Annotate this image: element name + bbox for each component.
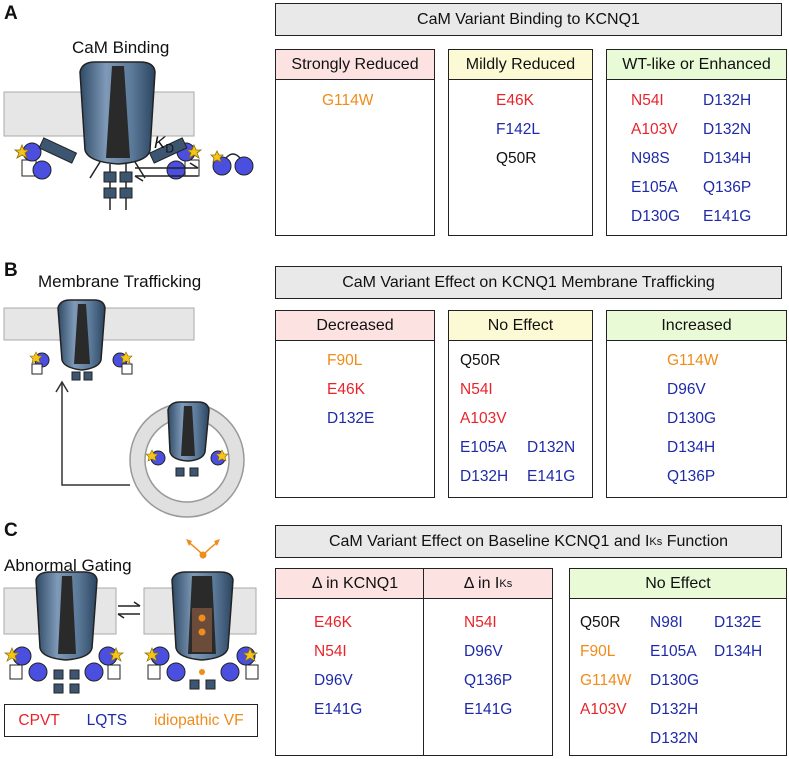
variant: E105A — [650, 643, 697, 660]
mutation-star-icon — [185, 143, 203, 159]
variant: F90L — [327, 352, 363, 369]
variant: E46K — [327, 381, 365, 398]
panel-c-header: CaM Variant Effect on Baseline KCNQ1 and… — [275, 525, 782, 558]
legend-idiopathic-vf: idiopathic VF — [153, 711, 244, 729]
column-title: Increased — [607, 311, 786, 341]
variant: Q136P — [703, 179, 752, 196]
panel-b-col-decreased: Decreased F90L E46K D132E — [275, 310, 435, 498]
column-title: Decreased — [276, 311, 434, 341]
variant: D132N — [703, 121, 752, 138]
variant: A103V — [580, 701, 627, 718]
legend-lqts: LQTS — [86, 711, 128, 729]
variant: N98I — [650, 614, 683, 631]
panel-c-illustration-title: Abnormal Gating — [4, 556, 132, 575]
variant: D132H — [703, 92, 752, 109]
variant: F142L — [496, 121, 540, 138]
variant: A103V — [460, 410, 507, 427]
column-title: No Effect — [449, 311, 592, 341]
trafficking-arrow — [61, 382, 130, 486]
variant: Q50R — [580, 614, 621, 631]
panel-c-gating-illustration — [3, 539, 259, 694]
panel-b-trafficking-illustration — [3, 299, 245, 518]
variant: G114W — [322, 92, 374, 109]
variant: E105A — [631, 179, 678, 196]
variant: Q136P — [464, 672, 513, 689]
variant: A103V — [631, 121, 678, 138]
variant: D96V — [464, 643, 503, 660]
variant: G114W — [667, 352, 719, 369]
variant: D96V — [314, 672, 353, 689]
panel-b-col-increased: Increased G114W D96V D130G D134H Q136P — [606, 310, 787, 498]
variant: Q136P — [667, 468, 716, 485]
variant: E141G — [527, 468, 576, 485]
variant: E105A — [460, 439, 507, 456]
column-title: Mildly Reduced — [449, 50, 592, 80]
legend-cpvt: CPVT — [18, 711, 60, 729]
variant: Q50R — [460, 352, 501, 369]
variant: F90L — [580, 643, 616, 660]
panel-a-col-wt-like: WT-like or Enhanced N54I A103V N98S E105… — [606, 49, 787, 236]
column-title: No Effect — [570, 569, 786, 599]
variant: D130G — [631, 208, 681, 225]
variant: D134H — [703, 150, 752, 167]
panel-c-letter: C — [4, 520, 18, 541]
mutation-star-icon — [13, 143, 31, 159]
panel-a-channel-illustration — [3, 61, 254, 210]
column-title: WT-like or Enhanced — [607, 50, 786, 80]
ion-icon — [198, 614, 206, 622]
panel-b-header: CaM Variant Effect on KCNQ1 Membrane Tra… — [275, 266, 782, 299]
panel-b-letter: B — [4, 260, 18, 281]
variant: D132E — [714, 614, 762, 631]
panel-b-illustration-title: Membrane Trafficking — [38, 272, 202, 291]
variant: D132N — [650, 730, 699, 747]
variant: G114W — [580, 672, 632, 689]
disease-legend: CPVT LQTS idiopathic VF — [4, 704, 258, 737]
panel-a-col-mildly-reduced: Mildly Reduced E46K F142L Q50R — [448, 49, 593, 236]
free-cam-icon — [212, 156, 232, 176]
variant: E141G — [703, 208, 752, 225]
variant: D130G — [667, 410, 717, 427]
variant: E141G — [464, 701, 513, 718]
variant: N98S — [631, 150, 670, 167]
panel-a-letter: A — [4, 3, 18, 24]
variant: D130G — [650, 672, 700, 689]
column-title: Δ in KCNQ1 — [276, 569, 434, 599]
panel-a-header: CaM Variant Binding to KCNQ1 — [275, 3, 782, 36]
variant: D96V — [667, 381, 706, 398]
variant: N54I — [464, 614, 497, 631]
variant: N54I — [314, 643, 347, 660]
variant: D132H — [460, 468, 509, 485]
variant: D134H — [667, 439, 716, 456]
variant: D132H — [650, 701, 699, 718]
panel-a-illustration-title: CaM Binding — [72, 38, 170, 57]
panel-a-col-strongly-reduced: Strongly Reduced G114W — [275, 49, 435, 236]
variant: E46K — [496, 92, 534, 109]
panel-c-col-delta-kcnq1: Δ in KCNQ1 E46K N54I D96V E141G — [275, 568, 435, 756]
variant: D132N — [527, 439, 576, 456]
variant: N54I — [460, 381, 493, 398]
variant: D132E — [327, 410, 375, 427]
panel-b-col-no-effect: No Effect Q50R N54I A103V E105A D132N D1… — [448, 310, 593, 498]
variant: N54I — [631, 92, 664, 109]
kd-label: KD — [154, 133, 175, 156]
variant: E141G — [314, 701, 363, 718]
panel-c-col-no-effect: No Effect Q50R F90L G114W A103V N98I E10… — [569, 568, 787, 756]
variant: E46K — [314, 614, 352, 631]
variant: D134H — [714, 643, 763, 660]
variant: Q50R — [496, 150, 537, 167]
column-title: Strongly Reduced — [276, 50, 434, 80]
